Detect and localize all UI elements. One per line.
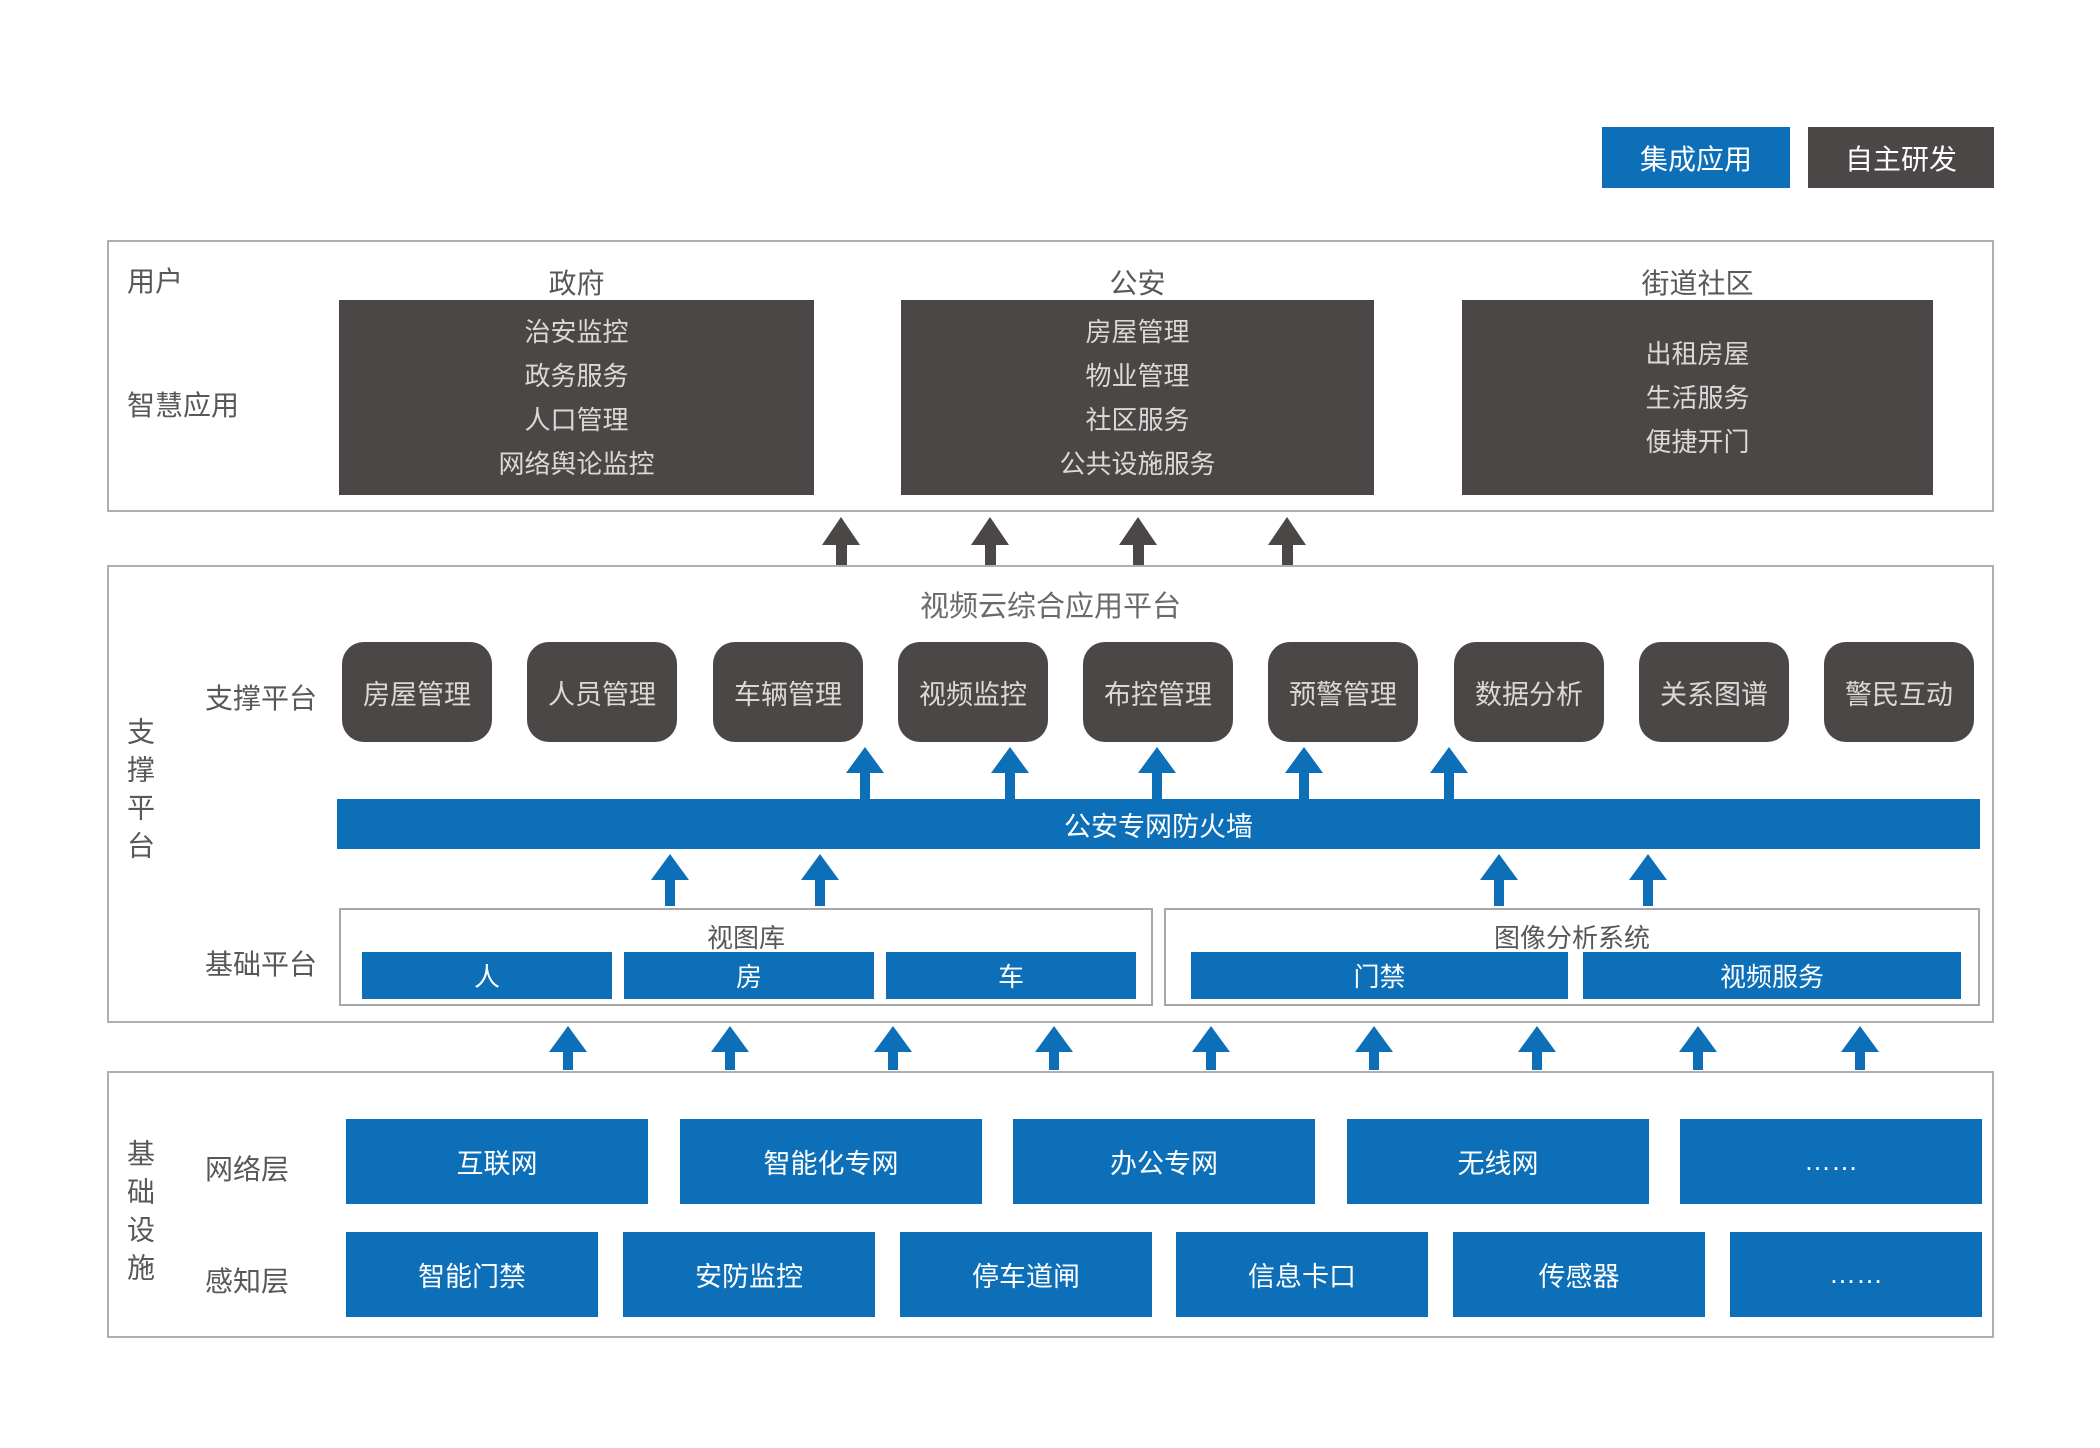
legend-self-developed-label: 自主研发	[1844, 143, 1957, 175]
image-analysis-panel: 图像分析系统 门禁 视频服务	[1164, 908, 1980, 1006]
image-analysis-title: 图像分析系统	[1493, 923, 1650, 953]
support-row-label: 支撑平台	[205, 683, 318, 714]
perception-box-security: 安防监控	[623, 1232, 875, 1317]
column-header-police: 公安	[1109, 268, 1166, 299]
up-arrow-icon	[1138, 747, 1176, 799]
support-box-analysis: 数据分析	[1454, 642, 1604, 742]
support-box-personnel: 人员管理	[527, 642, 677, 742]
infrastructure-side-label: 基础设施	[124, 1139, 155, 1291]
user-application-section: 用户 智慧应用 政府 公安 街道社区 治安监控 政务服务 人口管理 网络舆论监控…	[107, 240, 1994, 512]
community-apps-box: 出租房屋 生活服务 便捷开门	[1462, 300, 1933, 495]
up-arrow-icon	[1430, 747, 1468, 799]
up-arrow-icon	[1480, 854, 1518, 906]
legend-integrated-app-label: 集成应用	[1639, 143, 1752, 175]
column-header-government: 政府	[548, 268, 605, 299]
up-arrow-icon	[991, 747, 1029, 799]
up-arrow-icon	[1285, 747, 1323, 799]
up-arrow-icon	[1035, 1026, 1073, 1070]
legend-self-developed: 自主研发	[1808, 127, 1994, 188]
up-arrow-icon	[549, 1026, 587, 1070]
support-box-video: 视频监控	[898, 642, 1048, 742]
app-item: 物业管理	[1085, 360, 1190, 391]
app-item: 网络舆论监控	[498, 448, 655, 479]
perception-box-door-access: 智能门禁	[346, 1232, 598, 1317]
support-box-police-citizen: 警民互动	[1824, 642, 1974, 742]
column-header-community: 街道社区	[1641, 268, 1754, 299]
view-library-panel: 视图库 人 房 车	[339, 908, 1153, 1006]
app-item: 房屋管理	[1085, 316, 1190, 347]
app-item: 社区服务	[1085, 404, 1190, 435]
up-arrow-icon	[971, 517, 1009, 573]
app-item: 公共设施服务	[1059, 448, 1216, 479]
up-arrow-icon	[1629, 854, 1667, 906]
view-library-item-car: 车	[886, 952, 1136, 999]
view-library-item-person: 人	[362, 952, 612, 999]
image-analysis-item-video-service: 视频服务	[1583, 952, 1961, 999]
network-box-more: ……	[1680, 1119, 1982, 1204]
perception-box-checkpoint: 信息卡口	[1176, 1232, 1428, 1317]
up-arrow-icon	[1268, 517, 1306, 573]
up-arrow-icon	[651, 854, 689, 906]
platform-title: 视频云综合应用平台	[919, 591, 1181, 623]
up-arrow-icon	[801, 854, 839, 906]
smart-app-row-label: 智慧应用	[127, 390, 240, 421]
network-box-internet: 互联网	[346, 1119, 648, 1204]
network-layer-label: 网络层	[205, 1154, 290, 1185]
up-arrow-icon	[874, 1026, 912, 1070]
support-section-side-label: 支撑平台	[124, 717, 155, 869]
up-arrow-icon	[1192, 1026, 1230, 1070]
perception-box-more: ……	[1730, 1232, 1982, 1317]
perception-layer-label: 感知层	[205, 1266, 290, 1297]
image-analysis-item-door: 门禁	[1191, 952, 1568, 999]
perception-box-sensor: 传感器	[1453, 1232, 1705, 1317]
up-arrow-icon	[711, 1026, 749, 1070]
app-item: 出租房屋	[1645, 338, 1750, 369]
support-box-housing: 房屋管理	[342, 642, 492, 742]
up-arrow-icon	[846, 747, 884, 799]
government-apps-box: 治安监控 政务服务 人口管理 网络舆论监控	[339, 300, 814, 495]
police-apps-box: 房屋管理 物业管理 社区服务 公共设施服务	[901, 300, 1374, 495]
support-box-vehicle: 车辆管理	[713, 642, 863, 742]
support-box-graph: 关系图谱	[1639, 642, 1789, 742]
up-arrow-icon	[1119, 517, 1157, 573]
support-box-warning: 预警管理	[1268, 642, 1418, 742]
network-box-office: 办公专网	[1013, 1119, 1315, 1204]
up-arrow-icon	[1679, 1026, 1717, 1070]
view-library-title: 视图库	[706, 923, 785, 953]
support-box-control: 布控管理	[1083, 642, 1233, 742]
app-item: 政务服务	[524, 360, 629, 391]
app-item: 治安监控	[524, 316, 629, 347]
up-arrow-icon	[822, 517, 860, 573]
app-item: 生活服务	[1645, 382, 1750, 413]
app-item: 便捷开门	[1645, 426, 1750, 457]
base-row-label: 基础平台	[205, 949, 318, 980]
infrastructure-section: 基础设施 网络层 感知层 互联网 智能化专网 办公专网 无线网 …… 智能门禁 …	[107, 1071, 1994, 1338]
firewall-bar: 公安专网防火墙	[337, 799, 1980, 849]
up-arrow-icon	[1841, 1026, 1879, 1070]
view-library-item-house: 房	[624, 952, 874, 999]
app-item: 人口管理	[524, 404, 629, 435]
up-arrow-icon	[1355, 1026, 1393, 1070]
network-box-wireless: 无线网	[1347, 1119, 1649, 1204]
perception-box-parking: 停车道闸	[900, 1232, 1152, 1317]
legend-integrated-app: 集成应用	[1602, 127, 1790, 188]
up-arrow-icon	[1518, 1026, 1556, 1070]
network-box-intelligent: 智能化专网	[680, 1119, 982, 1204]
support-platform-section: 视频云综合应用平台 支撑平台 支撑平台 房屋管理 人员管理 车辆管理 视频监控 …	[107, 565, 1994, 1023]
firewall-label: 公安专网防火墙	[1064, 811, 1253, 842]
users-row-label: 用户	[127, 266, 184, 297]
